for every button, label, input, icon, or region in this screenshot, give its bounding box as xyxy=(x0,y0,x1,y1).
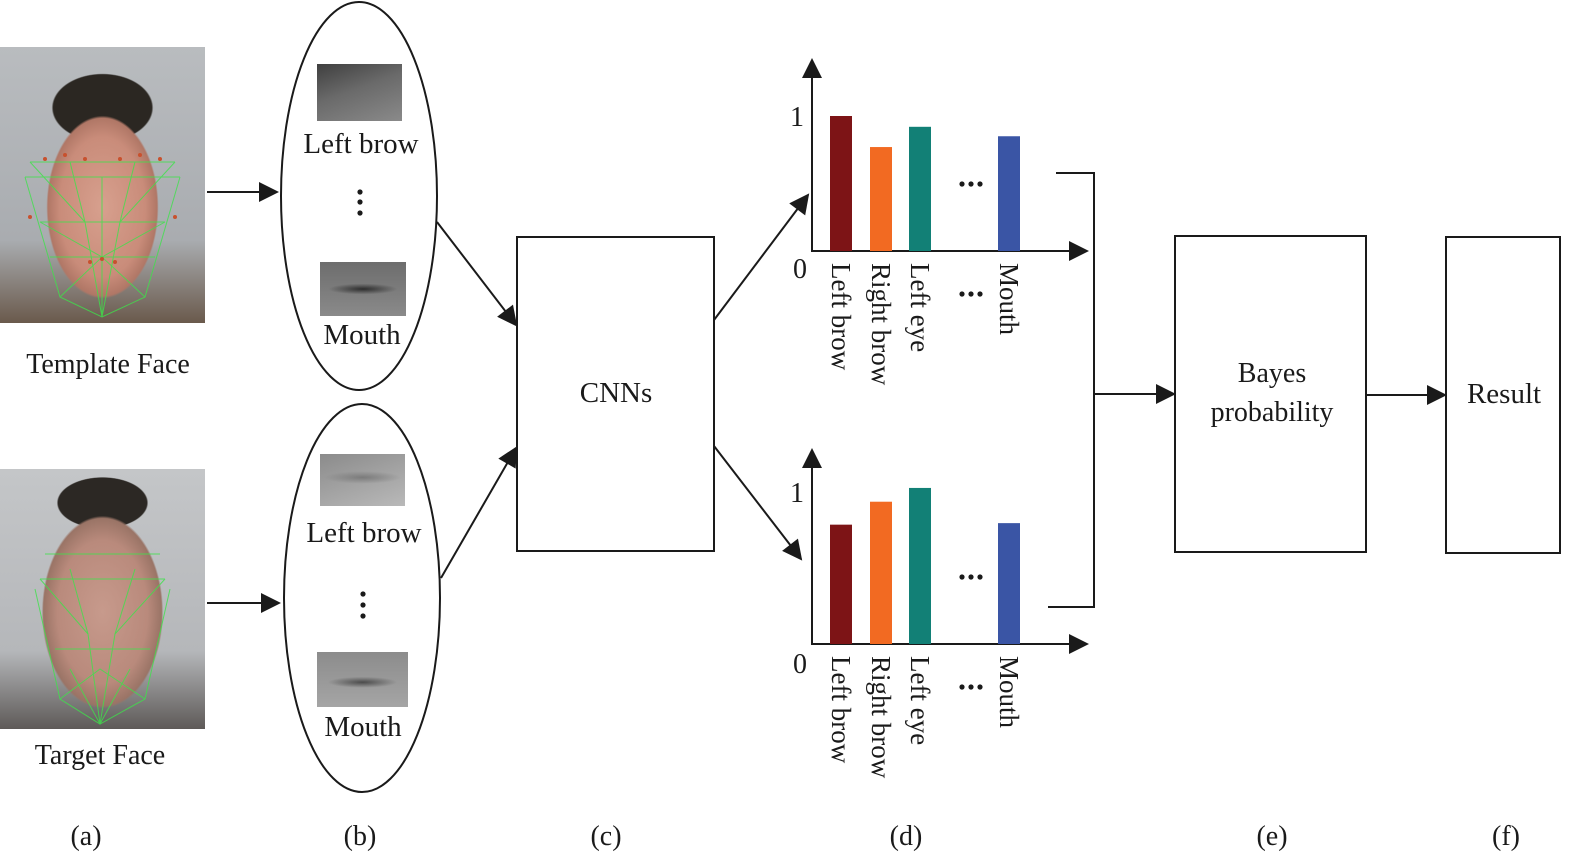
bar-right-brow xyxy=(870,147,892,251)
landmark-mesh-template xyxy=(24,153,181,318)
template-face-caption: Template Face xyxy=(26,349,190,380)
patch-group-ellipse-bottom xyxy=(283,403,441,793)
cnns-label: CNNs xyxy=(580,377,653,409)
y-tick-label-0: 0 xyxy=(793,254,807,285)
y-tick-label-1: 1 xyxy=(790,478,804,509)
patch-label-mouth-bottom: Mouth xyxy=(324,711,402,743)
gap-ellipsis-marker xyxy=(959,181,983,187)
x-tick-label-mouth: Mouth xyxy=(994,263,1024,336)
similarity-bar-chart-bottom: 0 1 Left brow Right brow Left eye Mouth xyxy=(790,448,1089,779)
cnns-box xyxy=(516,236,715,552)
landmark-mesh-target xyxy=(34,553,171,726)
x-tick-label-left-eye: Left eye xyxy=(905,263,935,352)
arrow-top-patches-to-cnns xyxy=(436,221,518,327)
x-tick-label-right-brow: Right brow xyxy=(866,656,896,779)
result-box xyxy=(1445,236,1561,554)
panel-label-e: (e) xyxy=(1256,821,1287,852)
y-tick-label-1: 1 xyxy=(790,102,804,133)
bar-left-eye xyxy=(909,126,931,251)
patch-group-ellipse-top xyxy=(280,1,438,391)
x-tick-label-left-brow: Left brow xyxy=(826,263,856,371)
x-tick-label-ellipsis xyxy=(959,291,983,297)
target-face-caption: Target Face xyxy=(35,740,165,771)
template-face-image xyxy=(0,47,205,323)
panel-label-d: (d) xyxy=(890,821,923,852)
merge-bracket xyxy=(1048,172,1095,608)
target-face-image xyxy=(0,469,205,729)
arrow-cnns-to-bottom-chart xyxy=(713,445,803,561)
x-tick-label-right-brow: Right brow xyxy=(866,263,896,386)
gap-ellipsis-marker xyxy=(959,574,983,580)
result-label: Result xyxy=(1467,378,1541,410)
mouth-patch-top xyxy=(320,262,406,316)
panel-label-c: (c) xyxy=(590,821,621,852)
bayes-label-line1: Bayes xyxy=(1238,358,1306,389)
mouth-patch-bottom xyxy=(317,652,408,707)
bar-left-brow xyxy=(830,116,852,251)
bar-left-brow xyxy=(830,524,852,644)
arrow-cnns-to-top-chart xyxy=(713,193,810,321)
vertical-ellipsis-bottom xyxy=(360,591,366,619)
arrow-bottom-patches-to-cnns xyxy=(440,446,517,579)
x-tick-label-mouth: Mouth xyxy=(994,656,1024,729)
x-tick-label-left-brow: Left brow xyxy=(826,656,856,764)
similarity-bar-chart-top: 0 1 Left brow Right brow Left eye Mouth xyxy=(790,58,1089,386)
bar-mouth xyxy=(998,136,1020,251)
vertical-ellipsis-top xyxy=(357,189,363,216)
patch-label-left-brow-bottom: Left brow xyxy=(306,517,421,549)
x-tick-label-left-eye: Left eye xyxy=(905,656,935,745)
bar-right-brow xyxy=(870,501,892,644)
panel-label-a: (a) xyxy=(70,821,101,852)
y-tick-label-0: 0 xyxy=(793,649,807,680)
left-brow-patch-top xyxy=(317,64,402,121)
patch-label-left-brow-top: Left brow xyxy=(303,128,418,160)
x-tick-label-ellipsis xyxy=(959,684,983,690)
left-brow-patch-bottom xyxy=(320,454,405,506)
bayes-label-line2: probability xyxy=(1211,397,1334,428)
bar-mouth xyxy=(998,523,1020,644)
patch-label-mouth-top: Mouth xyxy=(323,319,401,351)
bar-left-eye xyxy=(909,487,931,644)
bayes-probability-box xyxy=(1174,235,1367,553)
panel-label-b: (b) xyxy=(344,821,377,852)
panel-label-f: (f) xyxy=(1492,821,1520,852)
